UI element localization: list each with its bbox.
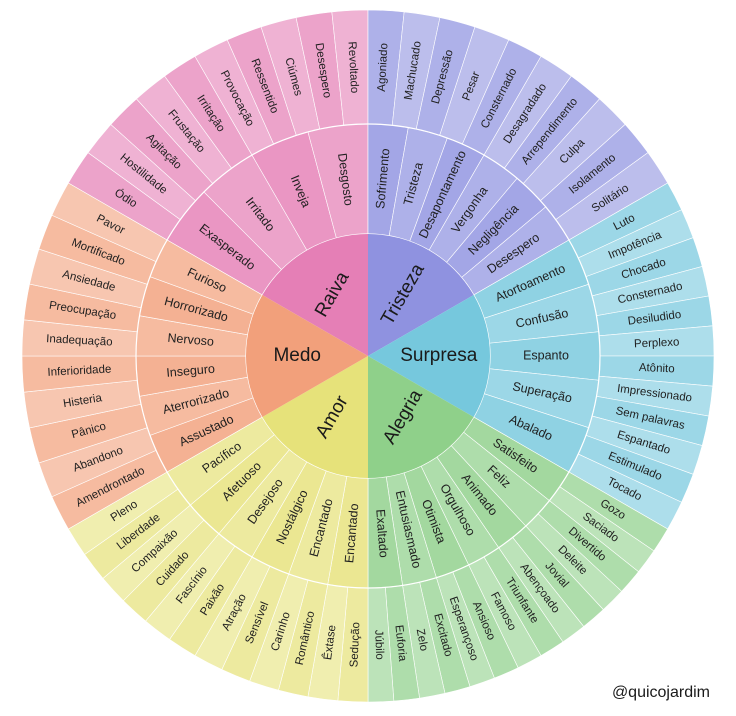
outer-label-revoltado: Revoltado: [345, 41, 360, 93]
core-raiva-wedge: [262, 234, 368, 356]
outer-label-atonito: Atônito: [639, 362, 675, 376]
author-credit: @quicojardim: [611, 684, 710, 701]
mid-label-exaltado: Exaltado: [373, 509, 391, 559]
core-medo-wedge: [246, 295, 368, 417]
outer-label-jubilo: Júbilo: [372, 630, 385, 660]
core-ring: [246, 234, 490, 478]
mid-label-inseguro: Inseguro: [166, 362, 216, 380]
core-label-medo: Medo: [273, 345, 321, 366]
mid-label-sofrimento: Sofrimento: [373, 148, 392, 209]
outer-label-zelo: Zelo: [414, 628, 430, 652]
mid-label-espanto: Espanto: [523, 348, 569, 362]
core-label-surpresa: Surpresa: [400, 345, 478, 366]
mid-label-nervoso: Nervoso: [167, 331, 215, 349]
core-alegria-wedge: [368, 356, 474, 478]
outer-label-agoniado: Agoniado: [376, 43, 391, 92]
outer-label-extase: Êxtase: [321, 624, 338, 661]
mid-label-encantado: Encantado: [342, 503, 361, 564]
ring-divider-1: [135, 123, 601, 589]
core-tristeza-wedge: [368, 234, 474, 356]
core-surpresa-wedge: [368, 295, 490, 417]
outer-label-euforia: Euforia: [392, 624, 408, 662]
mid-label-desgosto: Desgosto: [335, 152, 356, 206]
core-amor-wedge: [262, 356, 368, 478]
outer-label-seducao: Sedução: [348, 622, 362, 668]
middle-ring: [135, 123, 601, 589]
outer-label-inferioridade: Inferioridade: [47, 363, 111, 378]
outer-label-perplexo: Perplexo: [634, 336, 680, 350]
outer-label-inadequacao: Inadequação: [46, 333, 113, 348]
